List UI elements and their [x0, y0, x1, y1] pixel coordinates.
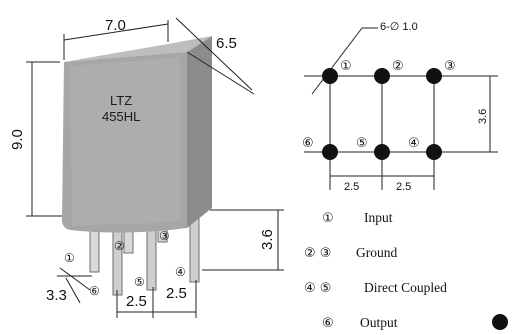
footprint: [304, 27, 498, 190]
legend-label-output: Output: [360, 315, 398, 330]
body-dimension-lines: [26, 17, 284, 318]
marking-line2: 455HL: [102, 109, 140, 124]
hole-spec: 6-∅ 1.0: [380, 21, 418, 33]
fp-pin-5: ⑤: [356, 136, 368, 151]
dim-pin-pitch-a: 2.5: [126, 293, 147, 310]
legend-pins-coupled: ④ ⑤: [304, 281, 331, 296]
legend-pins-input: ①: [322, 211, 334, 226]
fp-pin-3: ③: [444, 59, 456, 74]
dim-height: 9.0: [9, 129, 26, 150]
fp-pitch-b: 2.5: [396, 181, 411, 193]
legend-label-coupled: Direct Coupled: [364, 280, 447, 295]
hole-1: [322, 68, 338, 84]
body-pin-number-4: ④: [175, 265, 186, 279]
hole-legend-dot: [492, 314, 508, 330]
fp-pitch-a: 2.5: [344, 181, 359, 193]
hole-5: [374, 144, 390, 160]
fp-pin-6: ⑥: [302, 136, 314, 151]
body-side-face: [187, 36, 212, 228]
body-pin-numbers: ① ② ③ ⑥ ⑤ ④: [64, 229, 186, 298]
body-top-face: [64, 36, 212, 62]
dim-pin-length: 3.6: [259, 229, 276, 250]
component-body: LTZ 455HL: [62, 36, 212, 296]
legend-pins-output: ⑥: [322, 316, 334, 331]
hole-2: [374, 68, 390, 84]
body-pin-number-5: ⑤: [134, 275, 145, 289]
legend-pins-ground: ② ③: [304, 246, 331, 261]
pin-legend: ① Input ② ③ Ground ④ ⑤ Direct Coupled ⑥ …: [304, 210, 508, 331]
dim-pin-row-spacing: 3.3: [46, 287, 67, 304]
fp-row-spacing: 3.6: [477, 109, 489, 124]
body-pin-number-6: ⑥: [89, 284, 100, 298]
legend-label-ground: Ground: [356, 245, 397, 260]
pin-6: [112, 224, 123, 296]
dim-depth: 6.5: [216, 35, 237, 52]
marking-line1: LTZ: [110, 93, 132, 108]
legend-label-input: Input: [364, 210, 393, 225]
hole-6: [322, 144, 338, 160]
body-pin-number-2: ②: [114, 239, 125, 253]
hole-4: [426, 144, 442, 160]
fp-pin-4: ④: [408, 136, 420, 151]
fp-pin-1: ①: [340, 59, 352, 74]
dim-pin-pitch-b: 2.5: [166, 285, 187, 302]
hole-3: [426, 68, 442, 84]
dim-width: 7.0: [105, 17, 126, 34]
fp-pin-2: ②: [392, 59, 404, 74]
body-pin-number-3: ③: [159, 229, 170, 243]
body-front-face: [62, 52, 187, 233]
body-pin-number-1: ①: [64, 251, 75, 265]
